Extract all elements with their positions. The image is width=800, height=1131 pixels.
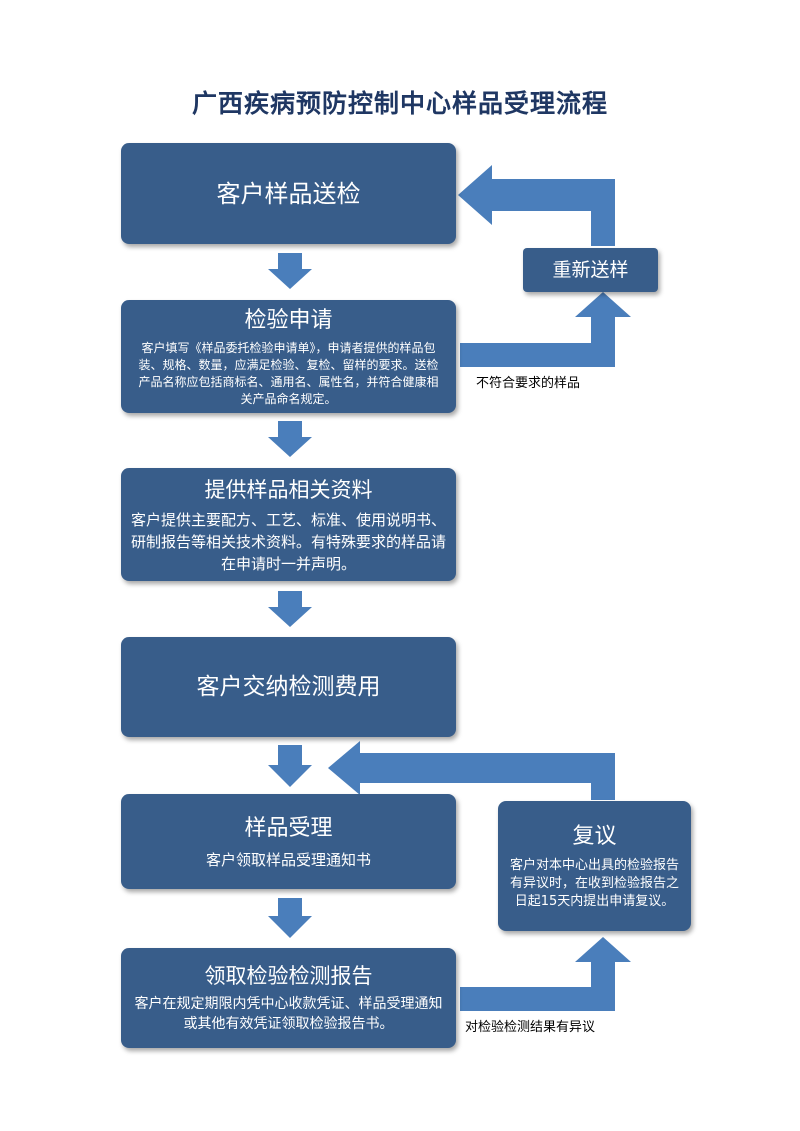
objection-label: 对检验检测结果有异议 [465, 1020, 596, 1035]
step-sample-acceptance: 样品受理 客户领取样品受理通知书 [121, 794, 456, 889]
down-arrow [268, 253, 312, 289]
side-title: 复议 [572, 824, 617, 849]
page-title: 广西疾病预防控制中心样品受理流程 [191, 89, 608, 118]
step-title: 客户样品送检 [216, 179, 361, 208]
side-description: 客户对本中心出具的检验报告有异议时，在收到检验报告之日起15天内提出申请复议。 [509, 858, 679, 909]
step-inspection-application: 检验申请 客户填写《样品委托检验申请单》，申请者提供的样品包装、规格、数量，应满… [121, 300, 456, 413]
step-description: 客户领取样品受理通知书 [205, 850, 371, 869]
step-description: 客户填写《样品委托检验申请单》，申请者提供的样品包装、规格、数量，应满足检验、复… [138, 340, 439, 406]
side-resubmit: 重新送样 [523, 248, 658, 292]
step-provide-materials: 提供样品相关资料 客户提供主要配方、工艺、标准、使用说明书、研制报告等相关技术资… [121, 468, 456, 581]
step-title: 提供样品相关资料 [204, 477, 373, 502]
step-title: 领取检验检测报告 [204, 964, 373, 988]
step-title: 检验申请 [244, 307, 333, 333]
review-arrow [328, 741, 615, 800]
resubmit-arrow [458, 165, 615, 246]
step-description: 客户提供主要配方、工艺、标准、使用说明书、研制报告等相关技术资料。有特殊要求的样… [131, 510, 447, 573]
side-title: 重新送样 [552, 259, 629, 281]
step-title: 客户交纳检测费用 [196, 674, 381, 700]
nonconforming-arrow [460, 292, 631, 367]
objection-arrow [460, 937, 631, 1011]
down-arrow [268, 745, 312, 787]
down-arrow [268, 591, 312, 627]
down-arrow [268, 898, 312, 938]
step-description: 客户在规定期限内凭中心收款凭证、样品受理通知或其他有效凭证领取检验报告书。 [134, 996, 443, 1032]
step-collect-report: 领取检验检测报告 客户在规定期限内凭中心收款凭证、样品受理通知或其他有效凭证领取… [121, 948, 456, 1048]
step-sample-submission: 客户样品送检 [121, 143, 456, 244]
down-arrow [268, 421, 312, 457]
nonconforming-label: 不符合要求的样品 [476, 376, 581, 391]
side-review: 复议 客户对本中心出具的检验报告有异议时，在收到检验报告之日起15天内提出申请复… [498, 801, 691, 931]
step-title: 样品受理 [244, 815, 333, 841]
step-pay-fees: 客户交纳检测费用 [121, 637, 456, 737]
